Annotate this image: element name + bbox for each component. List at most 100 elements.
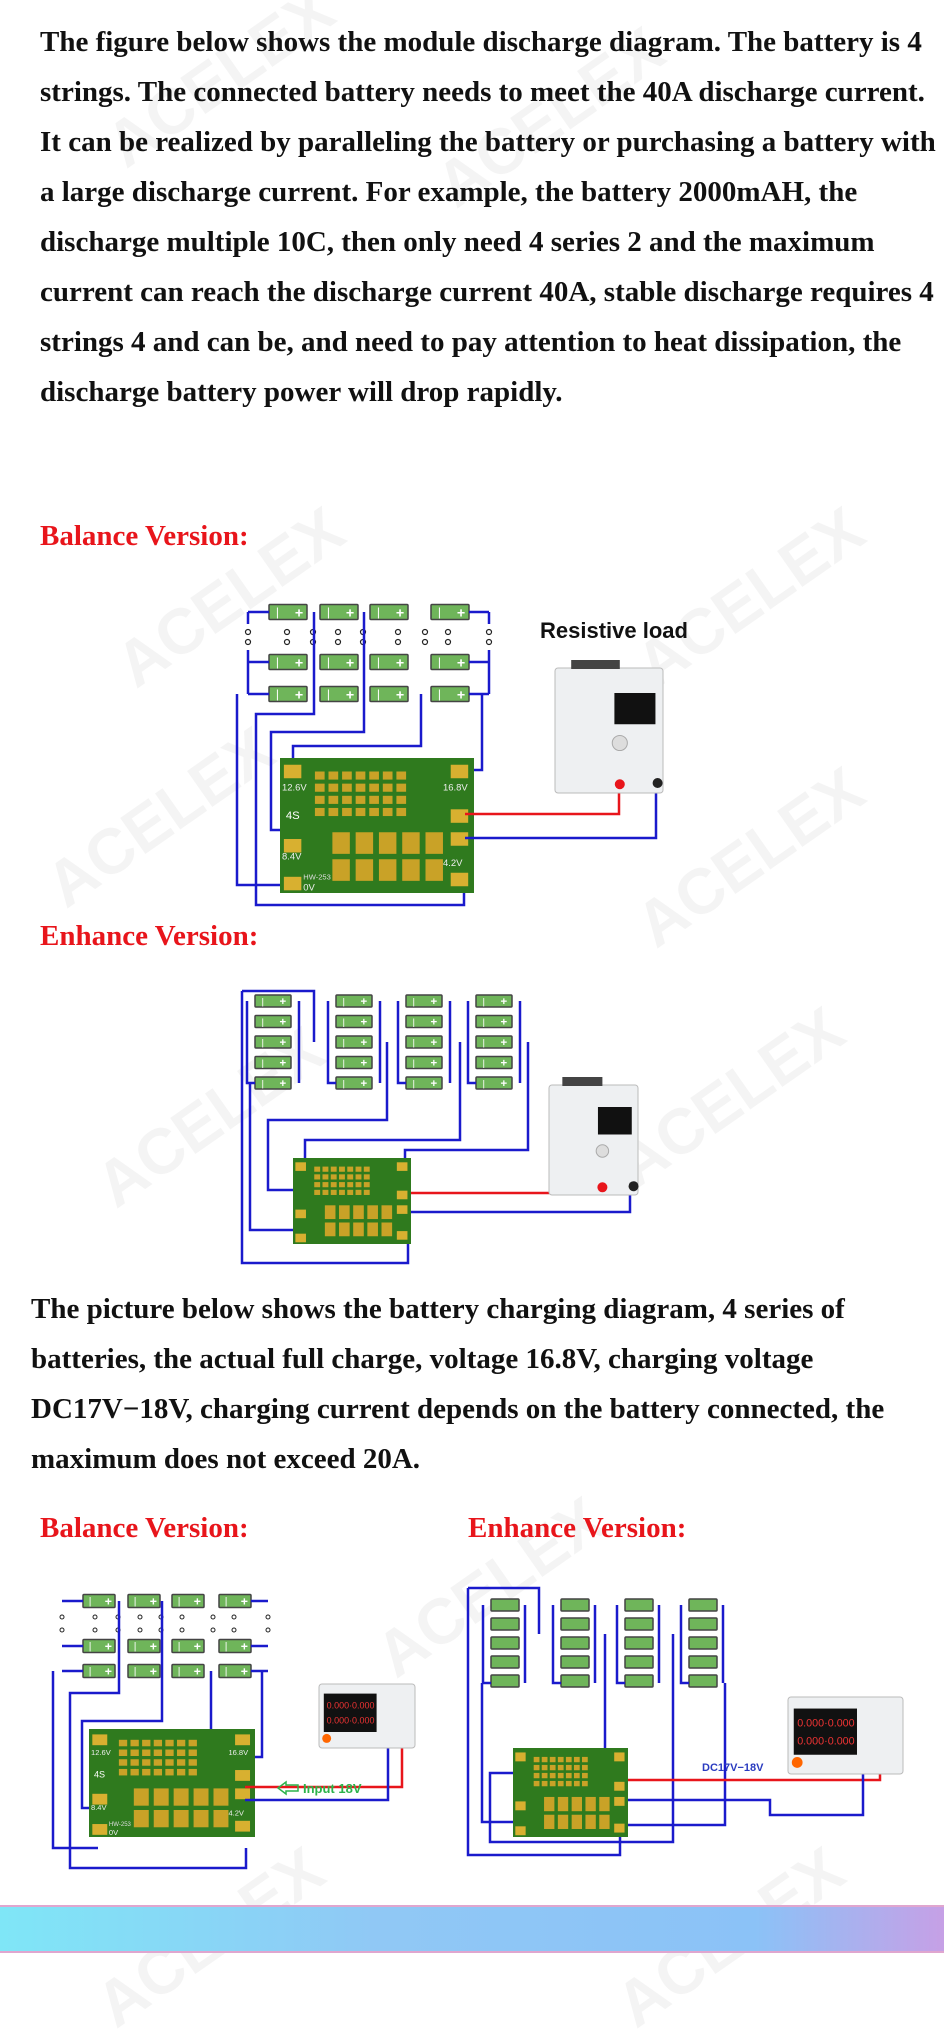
wire [551, 1605, 561, 1685]
power-button [791, 1757, 803, 1768]
battery-body [475, 994, 513, 1008]
battery-body [335, 1014, 373, 1029]
battery-body [405, 994, 443, 1008]
battery-plus: + [346, 605, 354, 621]
pcb-component [549, 1772, 556, 1779]
pcb-component [382, 783, 393, 792]
battery-cell: |+ [82, 1638, 116, 1654]
battery-cell [624, 1655, 654, 1669]
battery-plus: + [105, 1640, 112, 1654]
battery-cell [560, 1636, 590, 1650]
battery-plus: + [500, 1078, 507, 1090]
pcb-terminal-pad [92, 1734, 108, 1746]
battery-minus: | [89, 1642, 92, 1653]
pcb-component [355, 783, 366, 792]
pcb-component [363, 1182, 370, 1188]
switch-contact [59, 1627, 65, 1633]
wire [291, 694, 423, 768]
pcb-component [188, 1739, 197, 1747]
battery-plus: + [194, 1640, 201, 1654]
pcb-mosfet-pad [133, 1810, 149, 1828]
pcb-component [165, 1759, 174, 1766]
battery-body [405, 1035, 443, 1049]
dc-power-supply [787, 1696, 904, 1775]
pcb-terminal-pad [235, 1820, 251, 1832]
battery-plus: + [457, 605, 465, 621]
pcb-component [314, 771, 325, 780]
battery-cell: |+ [319, 653, 359, 671]
device-handle [571, 660, 620, 669]
bms-pcb [280, 758, 474, 893]
battery-plus: + [360, 1017, 367, 1029]
pcb-mosfet-pad [378, 832, 397, 854]
battery-cell: |+ [405, 994, 443, 1008]
pcb-component [165, 1749, 174, 1756]
battery-body [560, 1636, 590, 1650]
pcb-terminal-pad [396, 1162, 408, 1171]
battery-body [624, 1617, 654, 1631]
battery-cell: |+ [171, 1663, 205, 1679]
battery-cell [490, 1674, 520, 1688]
switch-contact [283, 638, 291, 646]
wire [480, 1683, 515, 1824]
wire [488, 1634, 675, 1844]
pcb-component [533, 1756, 540, 1763]
battery-cell [560, 1674, 590, 1688]
pcb-mosfet-pad [425, 859, 443, 881]
device-knob [611, 734, 628, 752]
display-readout: 0.000·0.000 [797, 1717, 854, 1729]
pcb-mosfet-pad [355, 859, 374, 881]
wire [51, 1671, 98, 1850]
battery-cell [560, 1617, 590, 1631]
pcb-component [582, 1756, 588, 1763]
battery-minus: | [134, 1642, 137, 1653]
battery-body [688, 1598, 718, 1612]
battery-cell [688, 1674, 718, 1688]
pcb-component [322, 1166, 329, 1172]
pcb-component [541, 1756, 548, 1763]
pcb-mosfet-pad [367, 1222, 378, 1237]
wire [411, 1195, 632, 1214]
battery-body [319, 685, 359, 703]
pcb-component [188, 1759, 197, 1766]
battery-minus: | [178, 1642, 181, 1653]
bms-pcb [89, 1729, 255, 1837]
battery-minus: | [261, 996, 264, 1007]
pcb-component [342, 771, 352, 780]
battery-minus: | [276, 655, 279, 669]
pcb-label-4v2: 4.2V [228, 1808, 244, 1817]
battery-plus: + [295, 655, 303, 671]
pcb-component [582, 1764, 588, 1771]
pcb-mosfet-pad [425, 832, 443, 854]
pcb-terminal-pad [450, 832, 469, 846]
battery-body [127, 1638, 161, 1654]
battery-body [490, 1636, 520, 1650]
black-terminal [628, 1181, 639, 1192]
pcb-component [347, 1189, 354, 1195]
switch-contact [92, 1627, 98, 1633]
battery-minus: | [342, 1037, 345, 1048]
battery-minus: | [412, 996, 415, 1007]
battery-minus: | [412, 1078, 415, 1089]
battery-minus: | [482, 1037, 485, 1048]
pcb-mosfet-pad [193, 1788, 209, 1806]
pcb-terminal-pad [515, 1752, 526, 1762]
battery-body [688, 1674, 718, 1688]
pcb-mosfet-pad [353, 1222, 364, 1237]
battery-minus: | [276, 687, 279, 701]
pcb-terminal-pad [235, 1770, 251, 1781]
pcb-terminal-pad [295, 1209, 306, 1219]
pcb-mosfet-pad [324, 1222, 336, 1237]
pcb-terminal-pad [283, 876, 302, 891]
gradient-footer-bar [0, 1905, 944, 1953]
pcb-label-12v6: 12.6V [282, 782, 307, 793]
battery-plus: + [396, 687, 404, 703]
pcb-component [142, 1759, 151, 1766]
wire [326, 1001, 336, 1085]
battery-minus: | [412, 1017, 415, 1028]
battery-plus: + [241, 1665, 248, 1679]
switch-contact [244, 638, 252, 646]
battery-cell [490, 1655, 520, 1669]
battery-cell: |+ [475, 1076, 513, 1090]
